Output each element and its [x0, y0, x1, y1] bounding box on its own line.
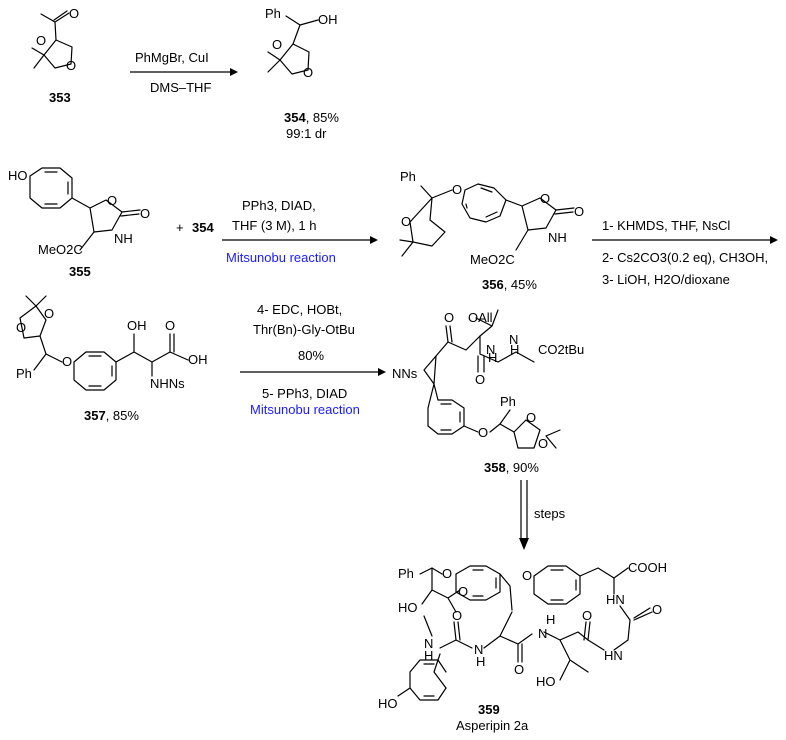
atom-label: NHNs [150, 376, 185, 391]
atom-N: N [538, 626, 547, 641]
compound-number-line: 358, 90% [484, 460, 539, 475]
condition-text: steps [534, 506, 566, 521]
atom-label: HO [378, 696, 398, 711]
atom-label: OH [318, 12, 338, 27]
atom-label: MeO2C [38, 242, 83, 257]
reagent-compound: 354 [192, 220, 214, 235]
atom-O: O [140, 206, 150, 221]
atom-O: O [16, 320, 26, 335]
atom-O: O [442, 566, 452, 581]
compound-355: HO O O NH MeO2C 355 [8, 167, 150, 279]
compound-number: 353 [49, 90, 71, 105]
atom-O: O [526, 410, 536, 425]
atom-O: O [540, 191, 550, 206]
reaction-arrow-3: 1- KHMDS, THF, NsCl 2- Cs2CO3(0.2 eq), C… [592, 218, 778, 287]
reagent-text: PPh3, DIAD, [242, 198, 316, 213]
atom-label: H [510, 342, 519, 357]
atom-label: Ph [265, 6, 281, 21]
atom-N: N [486, 342, 495, 357]
reaction-arrow-5: steps [519, 480, 566, 550]
compound-number-line: 356, 45% [482, 277, 537, 292]
compound-359: Ph O HO O O COOH HN O HN O H N HO O N H [378, 560, 667, 733]
atom-label: HN [606, 592, 625, 607]
reaction-arrow-1: PhMgBr, CuI DMS–THF [130, 50, 238, 95]
atom-O: O [452, 182, 462, 197]
compound-356: Ph O O O O NH MeO2C 356, 45% [399, 169, 584, 292]
plus-sign: + [176, 220, 184, 235]
atom-O: O [36, 33, 46, 48]
atom-O: O [514, 662, 524, 677]
atom-O: O [444, 310, 454, 325]
compound-357: O O Ph O OH NHNs O OH 357, 85% [16, 295, 208, 423]
atom-label: OH [188, 352, 208, 367]
atom-O: O [538, 436, 548, 451]
reagent-text: 1- KHMDS, THF, NsCl [602, 218, 730, 233]
reagent-text: 4- EDC, HOBt, [257, 302, 342, 317]
atom-O: O [272, 37, 282, 52]
condition-text: DMS–THF [150, 80, 211, 95]
reaction-name: Mitsunobu reaction [226, 250, 336, 265]
condition-text: 2- Cs2CO3(0.2 eq), CH3OH, [602, 250, 768, 265]
atom-label: NNs [392, 366, 418, 381]
condition-text: 3- LiOH, H2O/dioxane [602, 272, 730, 287]
atom-O: O [522, 568, 532, 583]
atom-label: HO [398, 600, 418, 615]
atom-label: HN [604, 648, 623, 663]
reaction-name: Mitsunobu reaction [250, 402, 360, 417]
reagent-text: 5- PPh3, DIAD [262, 386, 347, 401]
atom-label: HO [536, 674, 556, 689]
atom-O: O [44, 306, 54, 321]
atom-label: NH [114, 231, 133, 246]
atom-label: Ph [500, 394, 516, 409]
atom-label: COOH [628, 560, 667, 575]
atom-O: O [107, 193, 117, 208]
atom-label: Ph [400, 169, 416, 184]
atom-label: Ph [398, 566, 414, 581]
atom-O: O [62, 354, 72, 369]
reagent-text: Thr(Bn)-Gly-OtBu [253, 322, 355, 337]
atom-label: MeO2C [470, 252, 515, 267]
atom-label: CO2tBu [538, 342, 584, 357]
atom-O: O [574, 204, 584, 219]
atom-O: O [478, 425, 488, 440]
compound-358: OAll O H N N H CO2tBu O NNs O Ph O O 358… [392, 309, 584, 475]
atom-label: OAll [468, 310, 493, 325]
compound-number-line: 354, 85% [284, 110, 339, 125]
atom-O: O [165, 318, 175, 333]
atom-O: O [66, 58, 76, 73]
compound-number: 359 [478, 702, 500, 717]
compound-number: 355 [69, 264, 91, 279]
dr-text: 99:1 dr [286, 126, 327, 141]
reaction-arrow-2: PPh3, DIAD, THF (3 M), 1 h Mitsunobu rea… [222, 198, 378, 265]
compound-number-line: 357, 85% [84, 408, 139, 423]
yield-text: 80% [298, 348, 324, 363]
reaction-arrow-4: 4- EDC, HOBt, Thr(Bn)-Gly-OtBu 80% 5- PP… [240, 302, 386, 417]
atom-label: H [488, 350, 497, 365]
atom-O: O [452, 608, 462, 623]
atom-label: H [546, 612, 555, 627]
compound-354: Ph OH O O 354, 85% 99:1 dr [265, 6, 339, 141]
atom-O: O [401, 214, 411, 229]
atom-label: NH [548, 230, 567, 245]
atom-O: O [475, 372, 485, 387]
compound-353: O O O 353 [31, 6, 79, 105]
atom-O: O [458, 584, 468, 599]
atom-O: O [69, 6, 79, 21]
compound-name: Asperipin 2a [456, 718, 529, 733]
atom-label: H [476, 654, 485, 669]
atom-N: N [424, 636, 433, 651]
atom-label: HO [8, 168, 28, 183]
atom-label: H [424, 648, 433, 663]
atom-N: N [509, 332, 518, 347]
reagent-text: PhMgBr, CuI [135, 50, 209, 65]
condition-text: THF (3 M), 1 h [232, 218, 317, 233]
atom-O: O [582, 608, 592, 623]
atom-label: Ph [16, 366, 32, 381]
atom-N: N [474, 642, 483, 657]
atom-O: O [652, 602, 662, 617]
atom-O: O [303, 65, 313, 80]
atom-label: OH [127, 318, 147, 333]
